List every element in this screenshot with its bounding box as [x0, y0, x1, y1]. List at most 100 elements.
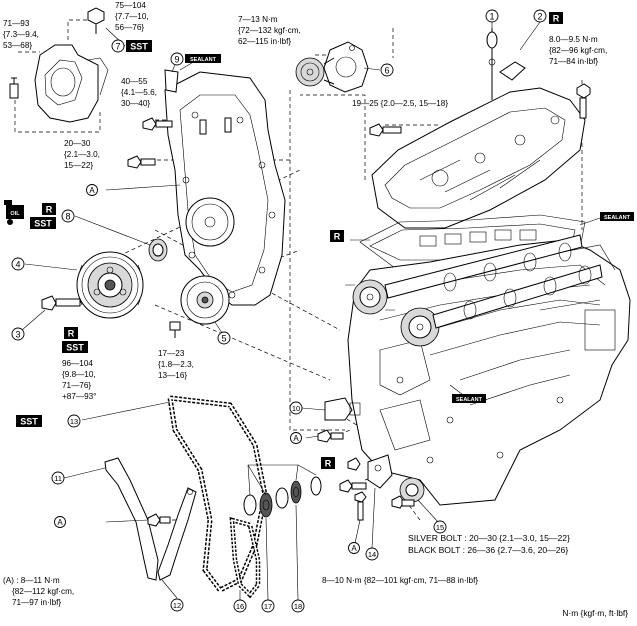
- units-label: N·m {kgf·m, ft·lbf}: [562, 608, 628, 618]
- svg-text:SEALANT: SEALANT: [604, 215, 631, 221]
- torque-spec-head-cover: 8.0—9.5 N·m {82—96 kgf·cm, 71—84 in·lbf}: [549, 35, 607, 66]
- svg-text:75—104: 75—104: [115, 1, 146, 10]
- torque-spec-bottom: 8—10 N·m {82—101 kgf·cm, 71—88 in·lbf}: [322, 576, 478, 585]
- svg-text:SST: SST: [20, 417, 38, 427]
- svg-text:+87—93°: +87—93°: [62, 392, 96, 401]
- svg-text:SST: SST: [34, 219, 52, 229]
- marker-a-4: A: [348, 542, 360, 554]
- svg-text:{72—132 kgf·cm,: {72—132 kgf·cm,: [238, 26, 301, 35]
- oil-pump-parts: [243, 476, 322, 518]
- svg-text:R: R: [553, 14, 560, 24]
- svg-text:{9.8—10,: {9.8—10,: [62, 370, 96, 379]
- sst-tag-7: SST: [126, 40, 152, 52]
- sst-tag-pulley-bolt: SST: [62, 341, 88, 353]
- svg-text:56—76}: 56—76}: [115, 23, 144, 32]
- sealant-tag-block: SEALANT: [452, 394, 486, 403]
- torque-spec-tensioner: 19—25 {2.0—2.5, 15—18}: [352, 99, 448, 108]
- svg-text:71—84 in·lbf}: 71—84 in·lbf}: [549, 57, 598, 66]
- torque-spec-crank-bolts: SILVER BOLT : 20—30 {2.1—3.0, 15—22} BLA…: [408, 533, 570, 555]
- svg-text:{82—96 kgf·cm,: {82—96 kgf·cm,: [549, 46, 607, 55]
- svg-text:A: A: [351, 544, 357, 553]
- svg-text:4: 4: [15, 260, 20, 270]
- callout-16: 16: [233, 599, 247, 613]
- svg-text:40—55: 40—55: [121, 77, 148, 86]
- bolts: [127, 83, 591, 527]
- svg-text:53—68}: 53—68}: [3, 41, 32, 50]
- svg-text:7: 7: [115, 42, 120, 52]
- sst-tag-oil-seal: SST: [30, 217, 56, 229]
- callout-18: 18: [291, 599, 305, 613]
- bracket-seal-9: [164, 69, 179, 93]
- callout-10: 10: [289, 401, 303, 415]
- svg-text:OIL: OIL: [10, 211, 20, 217]
- callout-1: 1: [485, 9, 499, 23]
- timing-chain: [167, 395, 268, 594]
- svg-text:(A) : 8—11 N·m: (A) : 8—11 N·m: [3, 576, 60, 585]
- oil-pump-chain: [229, 516, 261, 599]
- svg-text:R: R: [46, 205, 53, 215]
- idler-pulley: [169, 275, 230, 338]
- callout-14: 14: [365, 547, 379, 561]
- svg-text:18: 18: [294, 602, 302, 611]
- svg-text:N·m {kgf·m, ft·lbf}: N·m {kgf·m, ft·lbf}: [562, 608, 628, 618]
- svg-text:A: A: [89, 186, 95, 195]
- callout-13: 13: [67, 414, 81, 428]
- camshafts: [384, 234, 603, 329]
- svg-text:6: 6: [384, 66, 389, 76]
- svg-text:30—40}: 30—40}: [121, 99, 150, 108]
- svg-text:{2.1—3.0,: {2.1—3.0,: [64, 150, 100, 159]
- torque-spec-cover-bolt-2: 20—30 {2.1—3.0, 15—22}: [64, 139, 100, 170]
- marker-a-2: A: [290, 432, 302, 444]
- svg-text:BLACK BOLT : 26—36 {2.7—3.6, 2: BLACK BOLT : 26—36 {2.7—3.6, 20—26}: [408, 545, 568, 555]
- oil-can-icon: OIL: [4, 200, 24, 225]
- svg-text:20—30: 20—30: [64, 139, 91, 148]
- torque-spec-a: (A) : 8—11 N·m {82—112 kgf·cm, 71—97 in·…: [3, 576, 74, 607]
- svg-text:17—23: 17—23: [158, 349, 185, 358]
- tensioner-bracket: [367, 454, 393, 489]
- svg-text:R: R: [68, 329, 75, 339]
- r-tag-gasket: R: [330, 230, 344, 242]
- svg-text:{1.8—2.3,: {1.8—2.3,: [158, 360, 194, 369]
- svg-text:11: 11: [54, 474, 62, 483]
- svg-text:96—104: 96—104: [62, 359, 93, 368]
- callout-5: 5: [217, 331, 231, 345]
- tensioner-arm: [157, 487, 197, 581]
- svg-text:R: R: [325, 459, 332, 469]
- chain-tensioner: [324, 397, 361, 421]
- svg-text:13—16}: 13—16}: [158, 371, 187, 380]
- sealant-tag-9: SEALANT: [185, 54, 221, 63]
- front-oil-seal: [148, 238, 168, 262]
- svg-text:SST: SST: [66, 343, 84, 353]
- svg-text:8.0—9.5 N·m: 8.0—9.5 N·m: [549, 35, 598, 44]
- cylinder-head-cover: [371, 28, 586, 229]
- callout-leaders: [21, 21, 601, 601]
- svg-text:19—25 {2.0—2.5, 15—18}: 19—25 {2.0—2.5, 15—18}: [352, 99, 448, 108]
- callout-15: 15: [433, 520, 447, 534]
- svg-text:{82—112 kgf·cm,: {82—112 kgf·cm,: [12, 587, 74, 596]
- svg-text:5: 5: [221, 334, 226, 344]
- svg-text:16: 16: [236, 602, 244, 611]
- callout-7: 7: [111, 39, 125, 53]
- callout-12: 12: [170, 598, 184, 612]
- svg-text:14: 14: [368, 550, 376, 559]
- svg-text:SEALANT: SEALANT: [456, 397, 483, 403]
- r-tag-pulley-bolt: R: [64, 327, 78, 339]
- svg-text:A: A: [293, 434, 299, 443]
- marker-a-1: A: [86, 184, 98, 196]
- svg-text:62—115 in·lbf}: 62—115 in·lbf}: [238, 37, 291, 46]
- svg-text:71—76}: 71—76}: [62, 381, 91, 390]
- torque-spec-mount-nut: 75—104 {7.7—10, 56—76}: [115, 1, 149, 32]
- crankshaft-sprocket: [399, 477, 425, 503]
- r-tag-oil-pump: R: [321, 457, 335, 469]
- svg-text:71—97 in·lbf}: 71—97 in·lbf}: [12, 598, 61, 607]
- svg-text:10: 10: [292, 404, 300, 413]
- r-tag-oil-seal: R: [42, 203, 56, 215]
- callout-4: 4: [11, 257, 25, 271]
- svg-text:R: R: [334, 232, 341, 242]
- r-tag-head-bolt: R: [549, 12, 563, 24]
- svg-text:{7.3—9.4,: {7.3—9.4,: [3, 30, 39, 39]
- svg-text:8—10 N·m {82—101 kgf·cm, 71—88: 8—10 N·m {82—101 kgf·cm, 71—88 in·lbf}: [322, 576, 478, 585]
- engine-mount-bracket: [9, 7, 109, 123]
